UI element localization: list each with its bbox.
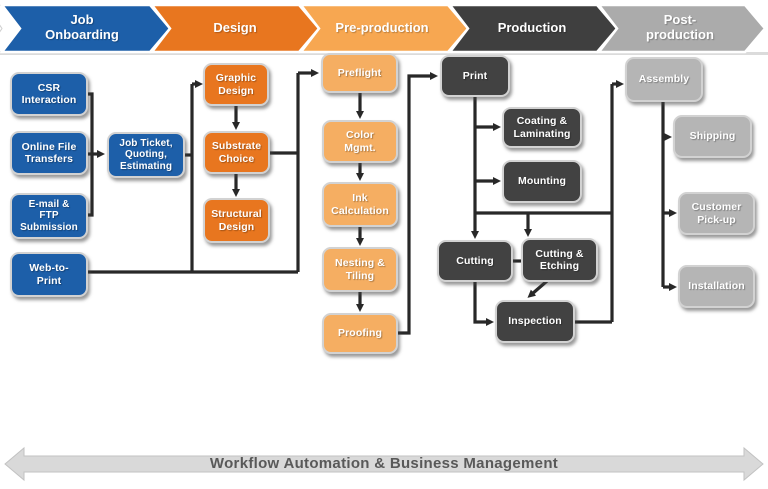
node-inspection: Inspection: [495, 300, 575, 343]
chevron-job-onboarding: [0, 3, 172, 54]
node-web-to-print: Web-to- Print: [10, 252, 88, 297]
connector: [398, 72, 438, 335]
node-color-mgmt: Color Mgmt.: [322, 120, 398, 163]
node-customer-pickup: Customer Pick-up: [678, 192, 755, 235]
connector-lines: [88, 69, 677, 335]
phase-chevrons: [0, 3, 767, 54]
node-csr-interaction: CSR Interaction: [10, 72, 88, 116]
connector: [527, 279, 549, 298]
node-job-ticket-quoting-estimating: Job Ticket, Quoting, Estimating: [107, 132, 185, 178]
node-installation: Installation: [678, 265, 755, 308]
node-email-ftp-submission: E-mail & FTP Submission: [10, 193, 88, 239]
node-nesting-tiling: Nesting & Tiling: [322, 247, 398, 292]
node-mounting: Mounting: [502, 160, 582, 203]
node-graphic-design: Graphic Design: [203, 63, 269, 106]
node-substrate-choice: Substrate Choice: [203, 131, 270, 174]
node-cutting: Cutting: [437, 240, 513, 282]
node-cutting-etching: Cutting & Etching: [521, 238, 598, 282]
node-shipping: Shipping: [673, 115, 752, 158]
node-structural-design: Structural Design: [203, 198, 270, 243]
node-online-file-transfers: Online File Transfers: [10, 131, 88, 175]
banner-double-arrow: [4, 446, 764, 482]
chevron-design: [149, 3, 321, 54]
connector: [473, 282, 494, 326]
chevron-post-production: [596, 3, 767, 54]
chevron-production: [447, 3, 619, 54]
node-proofing: Proofing: [322, 313, 398, 354]
chevron-pre-production: [298, 3, 470, 54]
node-print: Print: [440, 55, 510, 97]
node-coating-laminating: Coating & Laminating: [502, 107, 582, 148]
node-assembly: Assembly: [625, 57, 703, 102]
node-preflight: Preflight: [321, 53, 398, 93]
node-ink-calculation: Ink Calculation: [322, 182, 398, 227]
